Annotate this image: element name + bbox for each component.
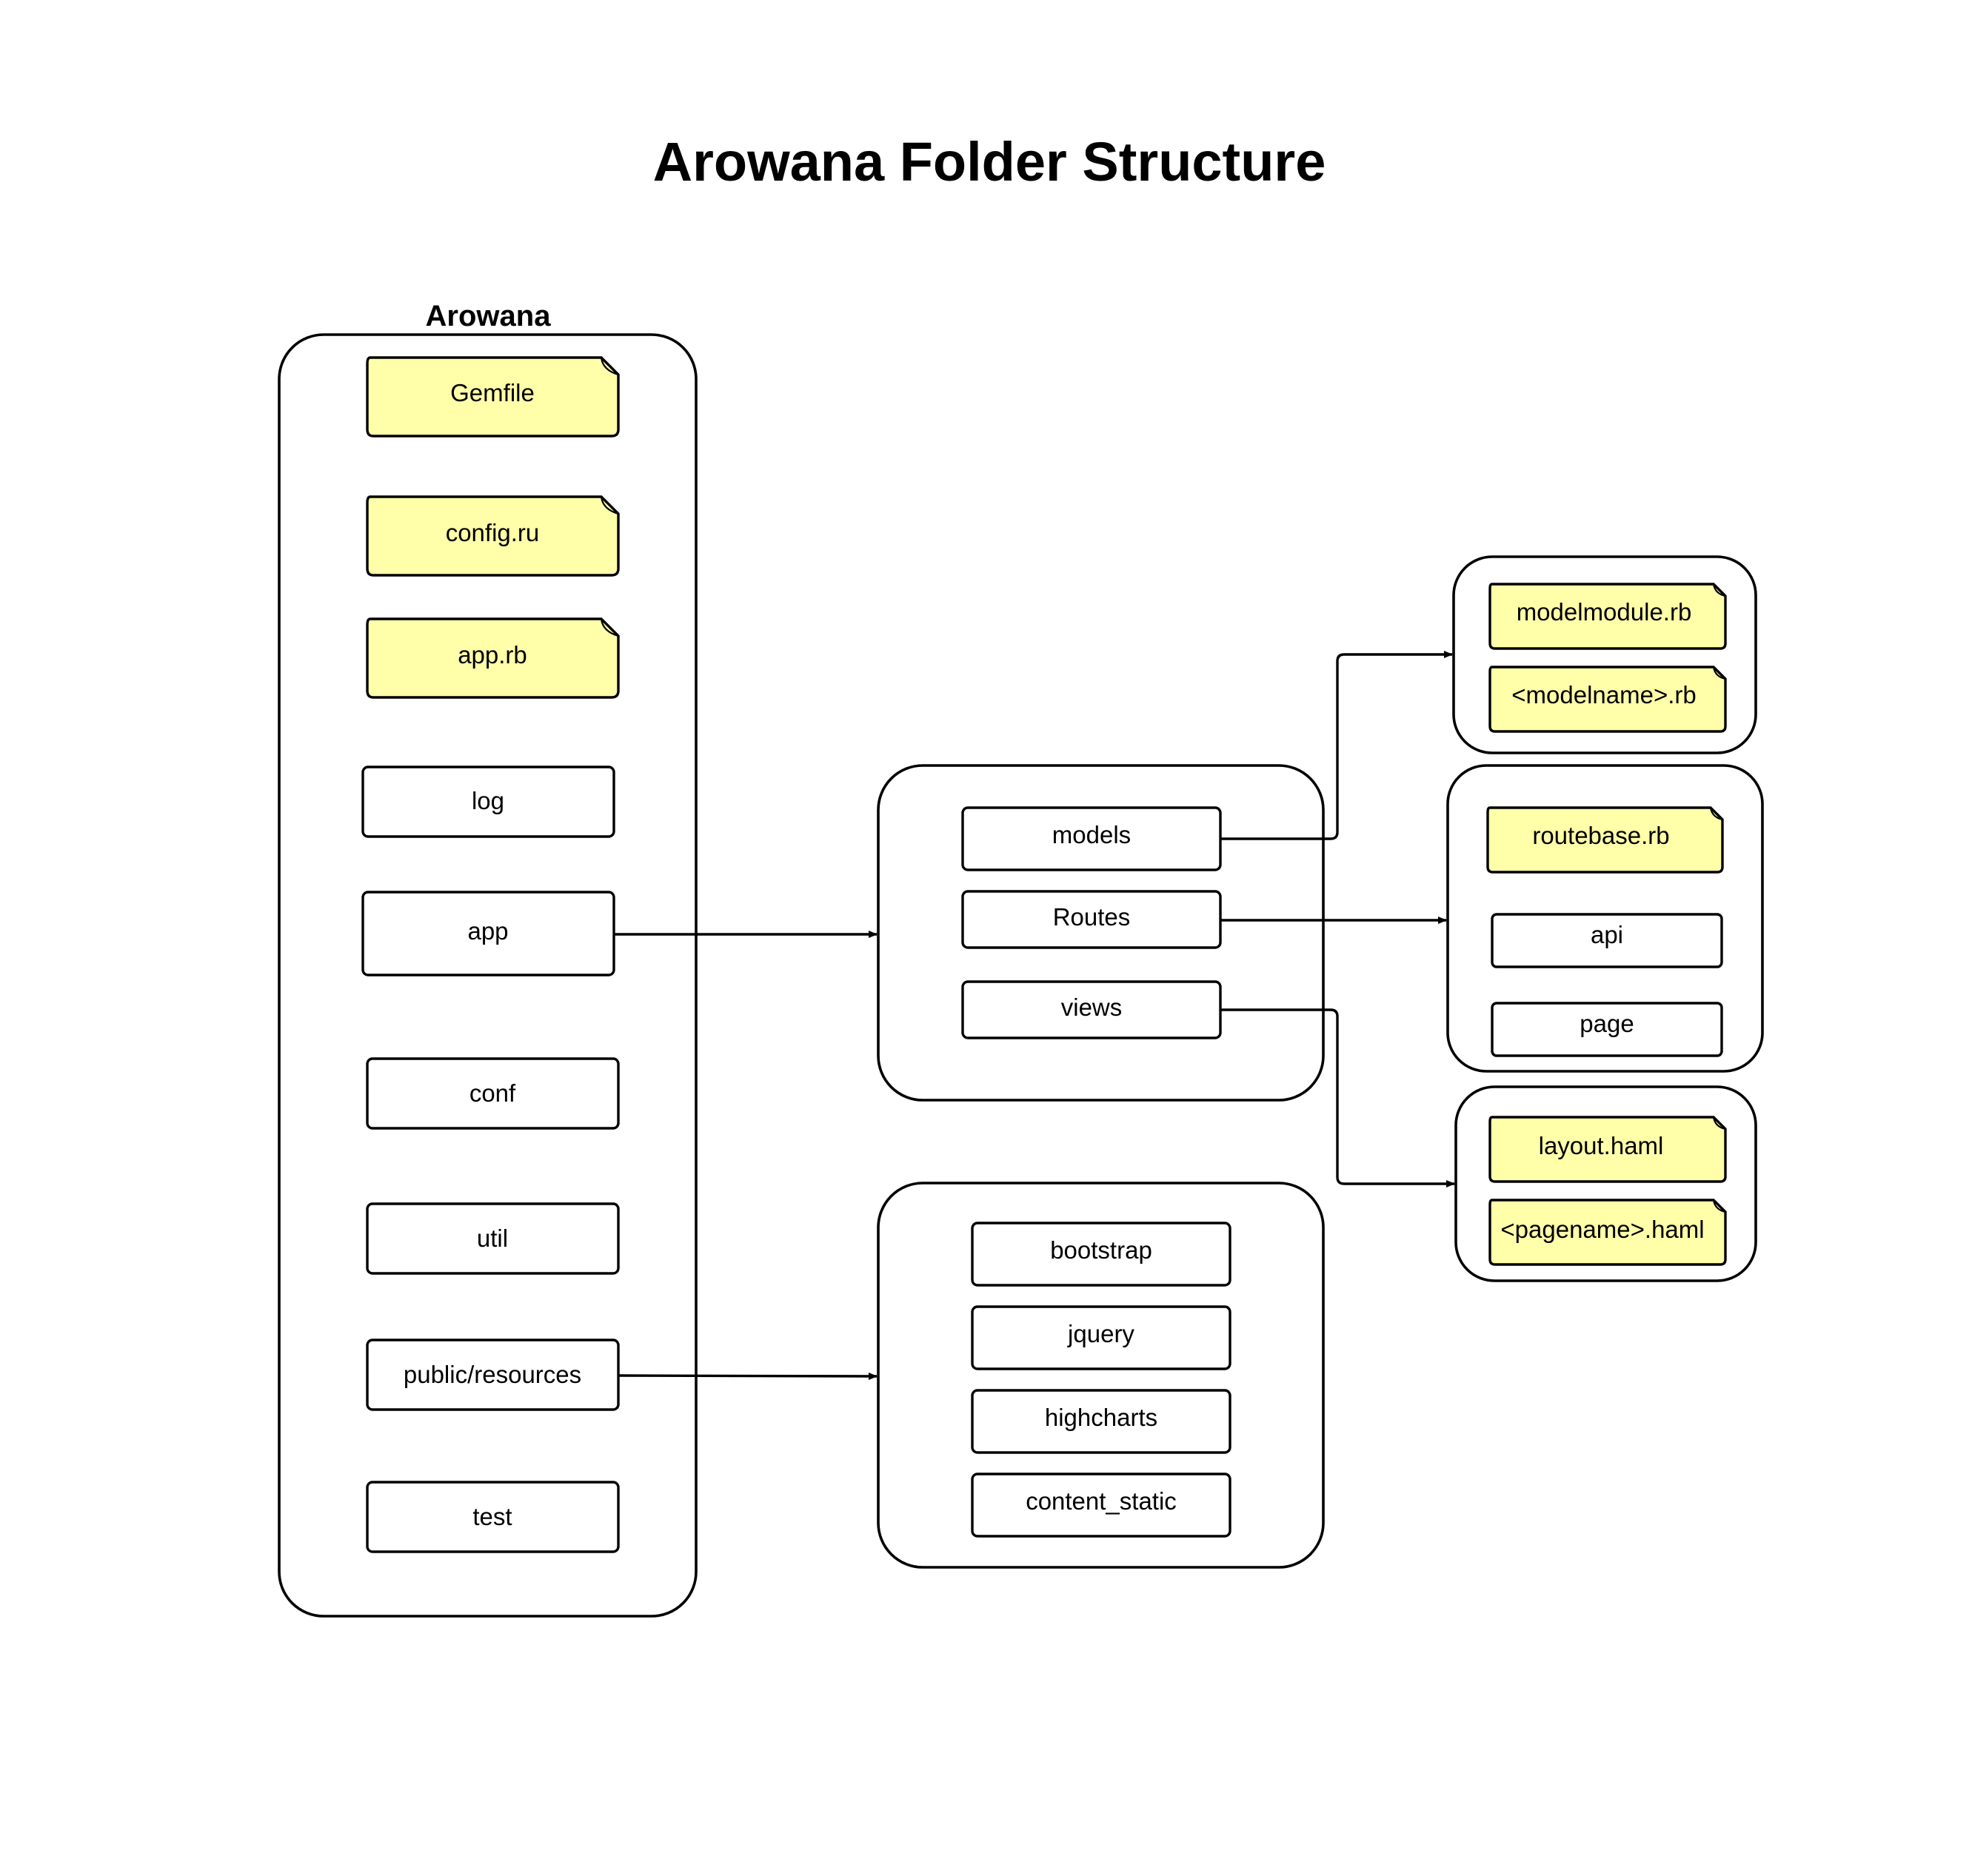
folder-page[interactable]: page xyxy=(1491,1002,1723,1057)
file-modelmodule-rb-label: modelmodule.rb xyxy=(1517,598,1692,626)
folder-test[interactable]: test xyxy=(366,1481,620,1553)
file-layout-haml-label: layout.haml xyxy=(1539,1132,1664,1159)
file-modelname-rb[interactable]: <modelname>.rb xyxy=(1488,666,1727,733)
folder-public-resources-label: public/resources xyxy=(404,1361,581,1388)
connector-views-to-views-folder xyxy=(1220,1008,1455,1187)
folder-app[interactable]: app xyxy=(361,891,615,976)
folder-log-label: log xyxy=(472,787,504,814)
file-app-rb-label: app.rb xyxy=(458,641,527,669)
file-app-rb[interactable]: app.rb xyxy=(366,617,620,699)
folder-routes-label: Routes xyxy=(1053,903,1131,931)
file-layout-haml[interactable]: layout.haml xyxy=(1488,1116,1727,1183)
folder-conf-label: conf xyxy=(469,1079,516,1107)
file-config-ru-label: config.ru xyxy=(446,519,540,546)
file-modelmodule-rb[interactable]: modelmodule.rb xyxy=(1488,583,1727,650)
folder-test-label: test xyxy=(472,1503,512,1530)
file-routebase-rb-label: routebase.rb xyxy=(1532,822,1669,849)
file-routebase-rb[interactable]: routebase.rb xyxy=(1486,806,1724,874)
folder-content-static[interactable]: content_static xyxy=(971,1473,1231,1538)
folder-jquery[interactable]: jquery xyxy=(971,1305,1231,1370)
folder-content-static-label: content_static xyxy=(1026,1487,1177,1515)
folder-models-label: models xyxy=(1052,821,1131,848)
folder-routes[interactable]: Routes xyxy=(961,890,1222,949)
folder-jquery-label: jquery xyxy=(1067,1320,1134,1347)
folder-util[interactable]: util xyxy=(366,1202,620,1275)
folder-bootstrap[interactable]: bootstrap xyxy=(971,1222,1231,1287)
folder-highcharts-label: highcharts xyxy=(1045,1404,1157,1431)
folder-views[interactable]: views xyxy=(961,980,1222,1039)
folder-api[interactable]: api xyxy=(1491,913,1723,968)
file-config-ru[interactable]: config.ru xyxy=(366,495,620,577)
file-gemfile-label: Gemfile xyxy=(450,379,535,406)
folder-views-label: views xyxy=(1061,994,1123,1021)
file-pagename-haml-label: <pagename>.haml xyxy=(1500,1216,1704,1243)
file-modelname-rb-label: <modelname>.rb xyxy=(1511,681,1696,708)
folder-page-label: page xyxy=(1580,1010,1634,1037)
file-pagename-haml[interactable]: <pagename>.haml xyxy=(1488,1199,1727,1266)
diagram-title: Arowana Folder Structure xyxy=(653,131,1326,192)
folder-public-resources[interactable]: public/resources xyxy=(366,1339,620,1411)
folder-api-label: api xyxy=(1591,921,1623,948)
folder-log[interactable]: log xyxy=(361,766,615,838)
folder-app-label: app xyxy=(467,917,508,945)
folder-conf[interactable]: conf xyxy=(366,1057,620,1130)
folder-util-label: util xyxy=(477,1225,508,1252)
connector-models-to-models-folder xyxy=(1220,651,1453,840)
root-folder-label: Arowana xyxy=(426,300,552,332)
file-gemfile[interactable]: Gemfile xyxy=(366,356,620,438)
folder-highcharts[interactable]: highcharts xyxy=(971,1389,1231,1454)
folder-models[interactable]: models xyxy=(961,806,1222,871)
folder-bootstrap-label: bootstrap xyxy=(1050,1236,1152,1264)
